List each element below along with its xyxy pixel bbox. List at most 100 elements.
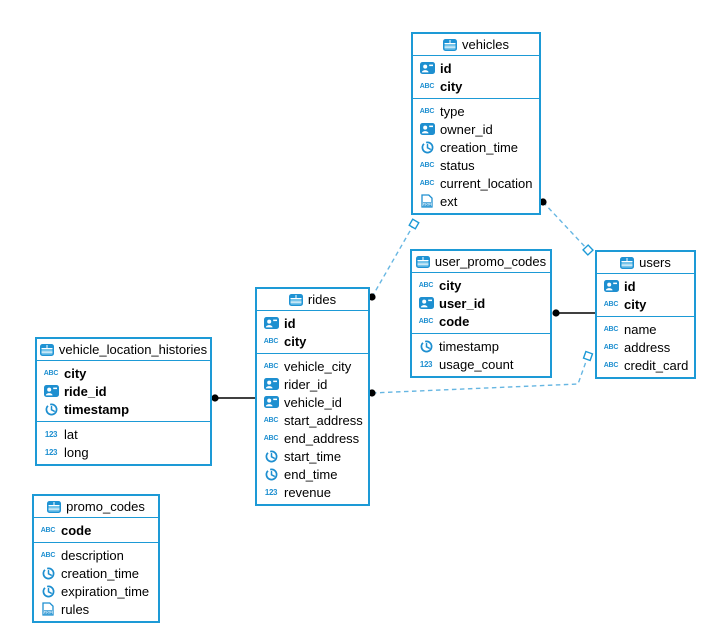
column-vehicle_location_histories-timestamp[interactable]: timestamp bbox=[37, 400, 210, 418]
abc-text-type-icon: ABC bbox=[43, 369, 59, 377]
column-name: end_address bbox=[284, 430, 360, 446]
abc-text-type-icon: ABC bbox=[263, 337, 279, 345]
table-icon bbox=[415, 255, 430, 268]
column-user_promo_codes-timestamp[interactable]: timestamp bbox=[412, 337, 550, 355]
column-rides-end_time[interactable]: end_time bbox=[257, 465, 368, 483]
relation-vehicles-rides[interactable] bbox=[368, 218, 420, 301]
relation-diamond-marker bbox=[582, 244, 594, 256]
table-header-promo_codes[interactable]: promo_codes bbox=[34, 496, 158, 518]
column-users-credit_card[interactable]: ABC credit_card bbox=[597, 356, 694, 374]
column-name: rider_id bbox=[284, 376, 328, 392]
table-icon bbox=[288, 293, 303, 306]
relation-rides-users[interactable] bbox=[368, 350, 594, 397]
column-vehicles-creation_time[interactable]: creation_time bbox=[413, 138, 539, 156]
column-name: city bbox=[64, 365, 87, 381]
relation-line[interactable] bbox=[371, 355, 589, 394]
table-header-users[interactable]: users bbox=[597, 252, 694, 274]
column-users-id[interactable]: id bbox=[597, 277, 694, 295]
column-vehicle_location_histories-city[interactable]: ABC city bbox=[37, 364, 210, 382]
numeric-type-icon: 123 bbox=[44, 447, 58, 457]
column-name: timestamp bbox=[439, 338, 499, 354]
column-name: credit_card bbox=[624, 357, 689, 373]
column-user_promo_codes-user_id[interactable]: user_id bbox=[412, 294, 550, 312]
column-name: city bbox=[439, 277, 462, 293]
column-name: city bbox=[624, 296, 647, 312]
column-name: vehicle_id bbox=[284, 394, 342, 410]
column-vehicles-owner_id[interactable]: owner_id bbox=[413, 120, 539, 138]
column-name: vehicle_city bbox=[284, 358, 352, 374]
abc-text-type-icon: ABC bbox=[419, 161, 435, 169]
column-name: code bbox=[61, 522, 92, 538]
table-header-vehicle_location_histories[interactable]: vehicle_location_histories bbox=[37, 339, 210, 361]
abc-text-type-icon: ABC bbox=[603, 361, 619, 369]
column-name: address bbox=[624, 339, 671, 355]
column-promo_codes-expiration_time[interactable]: expiration_time bbox=[34, 582, 158, 600]
timestamp-type-icon bbox=[262, 450, 280, 463]
relation-line[interactable] bbox=[371, 223, 415, 298]
column-promo_codes-code[interactable]: ABC code bbox=[34, 521, 158, 539]
uuid-type-icon bbox=[418, 123, 436, 135]
table-title: user_promo_codes bbox=[434, 254, 547, 269]
abc-text-type-icon: ABC bbox=[40, 526, 56, 534]
svg-text:JSON: JSON bbox=[422, 203, 432, 207]
column-name: ride_id bbox=[64, 383, 107, 399]
table-header-user_promo_codes[interactable]: user_promo_codes bbox=[412, 251, 550, 273]
column-name: timestamp bbox=[64, 401, 130, 417]
column-name: id bbox=[440, 60, 452, 76]
relation-line[interactable] bbox=[542, 201, 589, 251]
column-vehicle_location_histories-ride_id[interactable]: ride_id bbox=[37, 382, 210, 400]
column-rides-revenue[interactable]: 123 revenue bbox=[257, 483, 368, 501]
timestamp-type-icon bbox=[42, 403, 60, 416]
uuid-type-icon bbox=[417, 297, 435, 309]
column-name: user_id bbox=[439, 295, 486, 311]
numeric-type-icon: 123 bbox=[264, 487, 278, 497]
column-vehicles-id[interactable]: id bbox=[413, 59, 539, 77]
column-rides-rider_id[interactable]: rider_id bbox=[257, 375, 368, 393]
table-title: promo_codes bbox=[66, 499, 145, 514]
table-header-vehicles[interactable]: vehicles bbox=[413, 34, 539, 56]
column-promo_codes-creation_time[interactable]: creation_time bbox=[34, 564, 158, 582]
column-rides-id[interactable]: id bbox=[257, 314, 368, 332]
table-header-rides[interactable]: rides bbox=[257, 289, 368, 311]
relation-vehicle_location_histories-rides[interactable] bbox=[211, 394, 256, 402]
relation-user_promo_codes-users[interactable] bbox=[552, 309, 596, 317]
timestamp-type-icon bbox=[417, 340, 435, 353]
column-rides-start_time[interactable]: start_time bbox=[257, 447, 368, 465]
column-name: revenue bbox=[284, 484, 331, 500]
relation-vehicles-users[interactable] bbox=[539, 198, 594, 256]
column-name: start_time bbox=[284, 448, 342, 464]
column-name: start_address bbox=[284, 412, 363, 428]
column-name: name bbox=[624, 321, 657, 337]
column-rides-vehicle_id[interactable]: vehicle_id bbox=[257, 393, 368, 411]
